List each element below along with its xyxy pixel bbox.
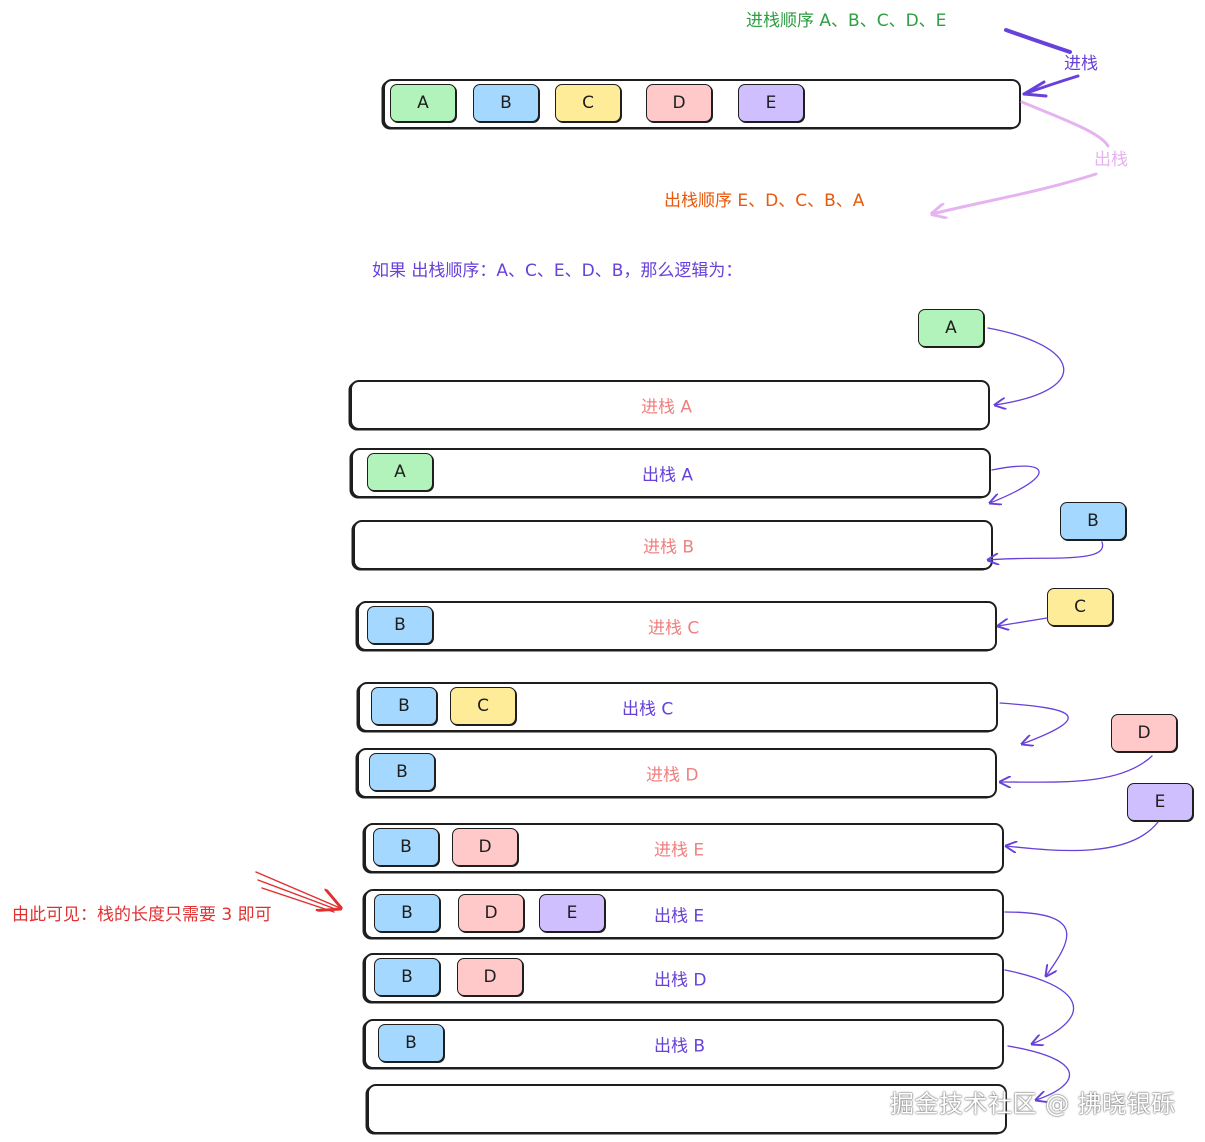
pop-order-text: 出栈顺序 E、D、C、B、A: [664, 191, 865, 211]
step-bar-10: B 出栈 B: [364, 1019, 1004, 1069]
step-7-item-d: D: [452, 828, 518, 866]
step-8-item-d: D: [458, 894, 524, 932]
step-label-5: 出栈 C: [622, 699, 674, 720]
step-8-item-b: B: [374, 894, 440, 932]
step-label-2: 出栈 A: [642, 465, 694, 486]
step-2-item-a: A: [367, 453, 433, 491]
step-label-4: 进栈 C: [648, 618, 700, 639]
stack-item-c: C: [555, 84, 621, 122]
stack-item-a: A: [390, 84, 456, 122]
scenario-heading: 如果 出栈顺序：A、C、E、D、B，那么逻辑为：: [372, 261, 743, 281]
stack-item-d: D: [646, 84, 712, 122]
step-label-10: 出栈 B: [654, 1036, 706, 1057]
step-bar-9: B D 出栈 D: [364, 953, 1004, 1003]
loose-item-d: D: [1111, 714, 1177, 752]
watermark: 掘金技术社区 @ 拂晓银砾: [890, 1090, 1176, 1118]
loose-item-b: B: [1060, 502, 1126, 540]
step-label-1: 进栈 A: [641, 397, 693, 418]
stack-container-top: A B C D E: [383, 79, 1021, 129]
step-bar-4: B 进栈 C: [357, 601, 997, 651]
loose-item-c: C: [1047, 588, 1113, 626]
conclusion-text: 由此可见：栈的长度只需要 3 即可: [12, 905, 272, 925]
pop-arrow-label: 出栈: [1094, 150, 1128, 170]
step-4-item-b: B: [367, 606, 433, 644]
step-label-7: 进栈 E: [654, 840, 705, 861]
step-5-item-b: B: [371, 687, 437, 725]
step-label-8: 出栈 E: [654, 906, 705, 927]
push-order-text: 进栈顺序 A、B、C、D、E: [746, 11, 947, 31]
step-bar-3: 进栈 B: [353, 520, 993, 570]
step-label-9: 出栈 D: [654, 970, 707, 991]
step-bar-2: A 出栈 A: [351, 448, 991, 498]
loose-item-e: E: [1127, 783, 1193, 821]
step-label-3: 进栈 B: [643, 537, 695, 558]
stack-item-b: B: [473, 84, 539, 122]
loose-item-a: A: [918, 309, 984, 347]
step-bar-6: B 进栈 D: [357, 748, 997, 798]
step-label-6: 进栈 D: [646, 765, 699, 786]
step-bar-7: B D 进栈 E: [364, 823, 1004, 873]
step-9-item-b: B: [374, 958, 440, 996]
step-bar-5: B C 出栈 C: [358, 682, 998, 732]
stack-item-e: E: [738, 84, 804, 122]
step-10-item-b: B: [378, 1024, 444, 1062]
step-bar-11-empty: [367, 1084, 1007, 1134]
step-7-item-b: B: [373, 828, 439, 866]
step-9-item-d: D: [457, 958, 523, 996]
push-arrow-label: 进栈: [1064, 54, 1098, 74]
step-bar-1: 进栈 A: [350, 380, 990, 430]
step-5-item-c: C: [450, 687, 516, 725]
step-8-item-e: E: [539, 894, 605, 932]
step-bar-8: B D E 出栈 E: [364, 889, 1004, 939]
step-6-item-b: B: [369, 753, 435, 791]
